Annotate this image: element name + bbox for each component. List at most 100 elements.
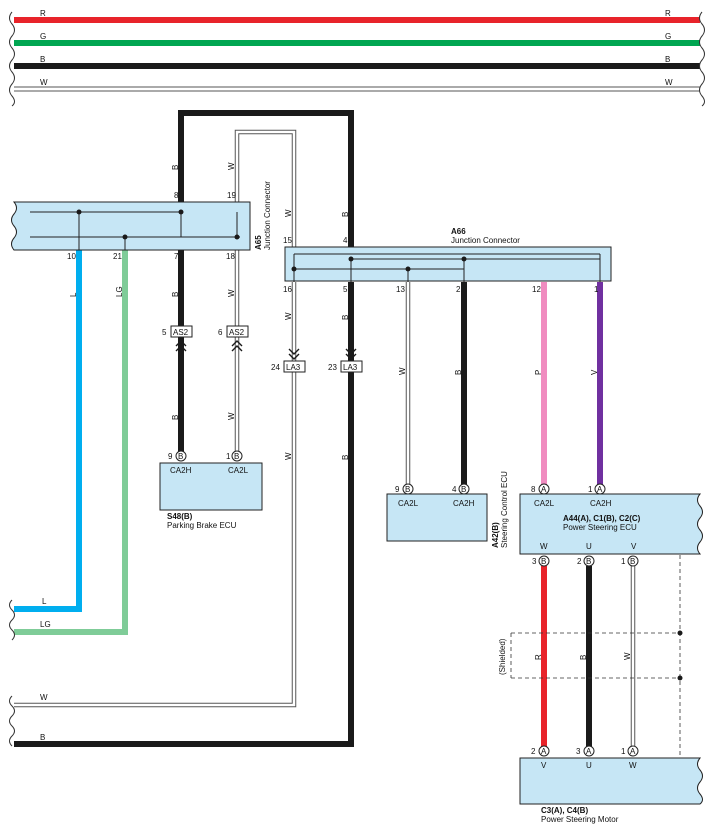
a66-pin-2: 2 xyxy=(456,285,461,294)
a42-ca2h: CA2H xyxy=(453,499,475,508)
a44-out-2: 2 xyxy=(577,557,582,566)
wl-w-5: W xyxy=(227,412,236,420)
s48-pin-9: 9 xyxy=(168,452,173,461)
a42-steering-control-ecu: B 9 B 4 CA2L CA2H A42(B) Steering Contro… xyxy=(386,471,509,548)
a66-pin-16: 16 xyxy=(283,285,292,294)
wl-lg: LG xyxy=(115,286,124,297)
motor-pin-circle-2 xyxy=(538,745,550,757)
motor-conn-1: A xyxy=(630,747,636,756)
a44-out-circle-3 xyxy=(538,555,550,567)
a44-out-circle-2 xyxy=(583,555,595,567)
wire-b-la3 xyxy=(14,282,354,747)
shielded-label: (Shielded) xyxy=(498,638,507,675)
a42-pin-circle-4 xyxy=(458,483,470,495)
s48-pin-circle-1 xyxy=(231,450,243,462)
a44-out-1: 1 xyxy=(621,557,626,566)
a44-pin-circle-1 xyxy=(594,483,606,495)
left-label-lg: LG xyxy=(40,620,51,629)
a65-pin-21: 21 xyxy=(113,252,122,261)
s48-name: Parking Brake ECU xyxy=(167,521,237,530)
wire-lg-out xyxy=(14,250,128,635)
wl-b-8: B xyxy=(579,655,588,660)
wire-l-out xyxy=(14,250,82,612)
a65-node-4 xyxy=(234,234,240,240)
wl-b-7: B xyxy=(454,370,463,375)
a65-code: A65 xyxy=(254,235,263,250)
left-break-bottom xyxy=(9,695,15,747)
left-label-w: W xyxy=(40,693,48,702)
la3-box-1 xyxy=(283,360,306,373)
s48-pin-1: 1 xyxy=(226,452,231,461)
a65-junction-connector: 8 19 10 21 7 18 A65 Junction Connector xyxy=(11,181,272,261)
wl-l: L xyxy=(69,292,78,297)
wl-v: V xyxy=(590,369,599,375)
a44-name: Power Steering ECU xyxy=(563,523,637,532)
s48-conn-9: B xyxy=(178,452,183,461)
motor-w: W xyxy=(629,761,637,770)
shield-dot-bottom xyxy=(677,675,683,681)
motor-pin-2: 2 xyxy=(531,747,536,756)
a44-ca2l: CA2L xyxy=(534,499,555,508)
a44-pin-circle-8 xyxy=(538,483,550,495)
as2-box-1 xyxy=(170,325,193,338)
a44-conn-8: A xyxy=(541,485,547,494)
a66-node-2 xyxy=(348,256,354,262)
la3-label-2: LA3 xyxy=(343,363,358,372)
bus-break-right xyxy=(699,11,705,107)
s48-pin-circle-9 xyxy=(175,450,187,462)
a42-pin-circle-9 xyxy=(402,483,414,495)
a65-internal-bus xyxy=(30,211,240,250)
bus-label-b-left: B xyxy=(40,55,45,64)
motor-conn-3: A xyxy=(586,747,592,756)
a65-pin-19: 19 xyxy=(227,191,236,200)
a66-pin-15: 15 xyxy=(283,236,292,245)
a66-node-1 xyxy=(291,266,297,272)
bus-label-w-left: W xyxy=(40,78,48,87)
a66-node-4 xyxy=(461,256,467,262)
a44-box xyxy=(519,493,703,555)
a42-name: Steering Control ECU xyxy=(500,471,509,548)
as2-chevron-1 xyxy=(175,340,187,352)
wl-b-2: B xyxy=(341,212,350,217)
a44-u: U xyxy=(586,542,592,551)
wl-b-1: B xyxy=(171,165,180,170)
wl-w-3: W xyxy=(227,289,236,297)
s48-parking-brake-ecu: B 9 B 1 CA2H CA2L S48(B) Parking Brake E… xyxy=(159,450,263,530)
shield-box xyxy=(510,632,680,679)
wl-w-7: W xyxy=(398,367,407,375)
left-break-top xyxy=(9,599,15,641)
la3-pin-23: 23 xyxy=(328,363,337,372)
s48-code: S48(B) xyxy=(167,512,193,521)
wire-b-loop-a65-a66 xyxy=(178,110,354,250)
a44-power-steering-ecu: A 8 A 1 CA2L CA2H A44(A), C1(B), C2(C) P… xyxy=(519,483,703,567)
a44-pin-1: 1 xyxy=(588,485,593,494)
a65-pin-10: 10 xyxy=(67,252,76,261)
a66-pin-13: 13 xyxy=(396,285,405,294)
bus-label-g-left: G xyxy=(40,32,46,41)
a44-out-circle-1 xyxy=(627,555,639,567)
a65-pin-8: 8 xyxy=(174,191,179,200)
as2-label-2: AS2 xyxy=(229,328,245,337)
a66-node-3 xyxy=(405,266,411,272)
wl-w-1: W xyxy=(227,162,236,170)
left-label-l: L xyxy=(42,597,47,606)
motor-name: Power Steering Motor xyxy=(541,815,619,824)
a42-conn-4: B xyxy=(461,485,466,494)
motor-pin-3: 3 xyxy=(576,747,581,756)
wl-b-3: B xyxy=(171,292,180,297)
bus-label-w-right: W xyxy=(665,78,673,87)
a66-code: A66 xyxy=(451,227,466,236)
as2-pin-6: 6 xyxy=(218,328,223,337)
bus-break-left xyxy=(9,11,15,107)
motor-v: V xyxy=(541,761,547,770)
a65-box xyxy=(11,201,251,251)
wire-w-loop xyxy=(235,130,296,250)
bus-label-g-right: G xyxy=(665,32,671,41)
shield-dot-top xyxy=(677,630,683,636)
a65-node-2 xyxy=(178,209,184,215)
a42-conn-9: B xyxy=(405,485,410,494)
a44-code: A44(A), C1(B), C2(C) xyxy=(563,514,641,523)
a42-box xyxy=(386,493,488,542)
a66-box xyxy=(284,246,612,282)
